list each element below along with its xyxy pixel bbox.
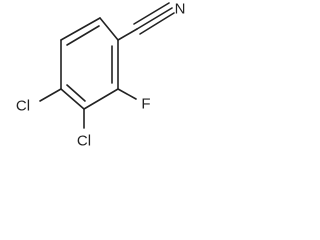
ring-bond-top-right: [99, 17, 119, 41]
ring-bond-bottom-left: [60, 88, 85, 110]
nitrile-triple-bond-3: [139, 12, 175, 35]
upper-chloro-bond: [39, 88, 62, 102]
molecule-structure: N F Cl Cl: [16, 1, 186, 150]
nitrile-triple-bond-2: [133, 2, 170, 25]
fluorine-atom-label: F: [141, 96, 150, 113]
upper-chlorine-atom-label: Cl: [16, 98, 30, 115]
ring-double-bond-top: [66, 25, 100, 46]
ring-bond-bottom-right: [83, 88, 119, 110]
nitrile-triple-bond-1: [136, 7, 173, 30]
lower-chlorine-atom-label: Cl: [77, 133, 91, 150]
ring-bond-top: [60, 17, 101, 41]
nitrile-single-bond: [117, 28, 138, 41]
ring-double-bond-bottom-left: [66, 84, 86, 102]
fluoro-bond: [117, 88, 137, 100]
nitrogen-atom-label: N: [175, 1, 186, 18]
